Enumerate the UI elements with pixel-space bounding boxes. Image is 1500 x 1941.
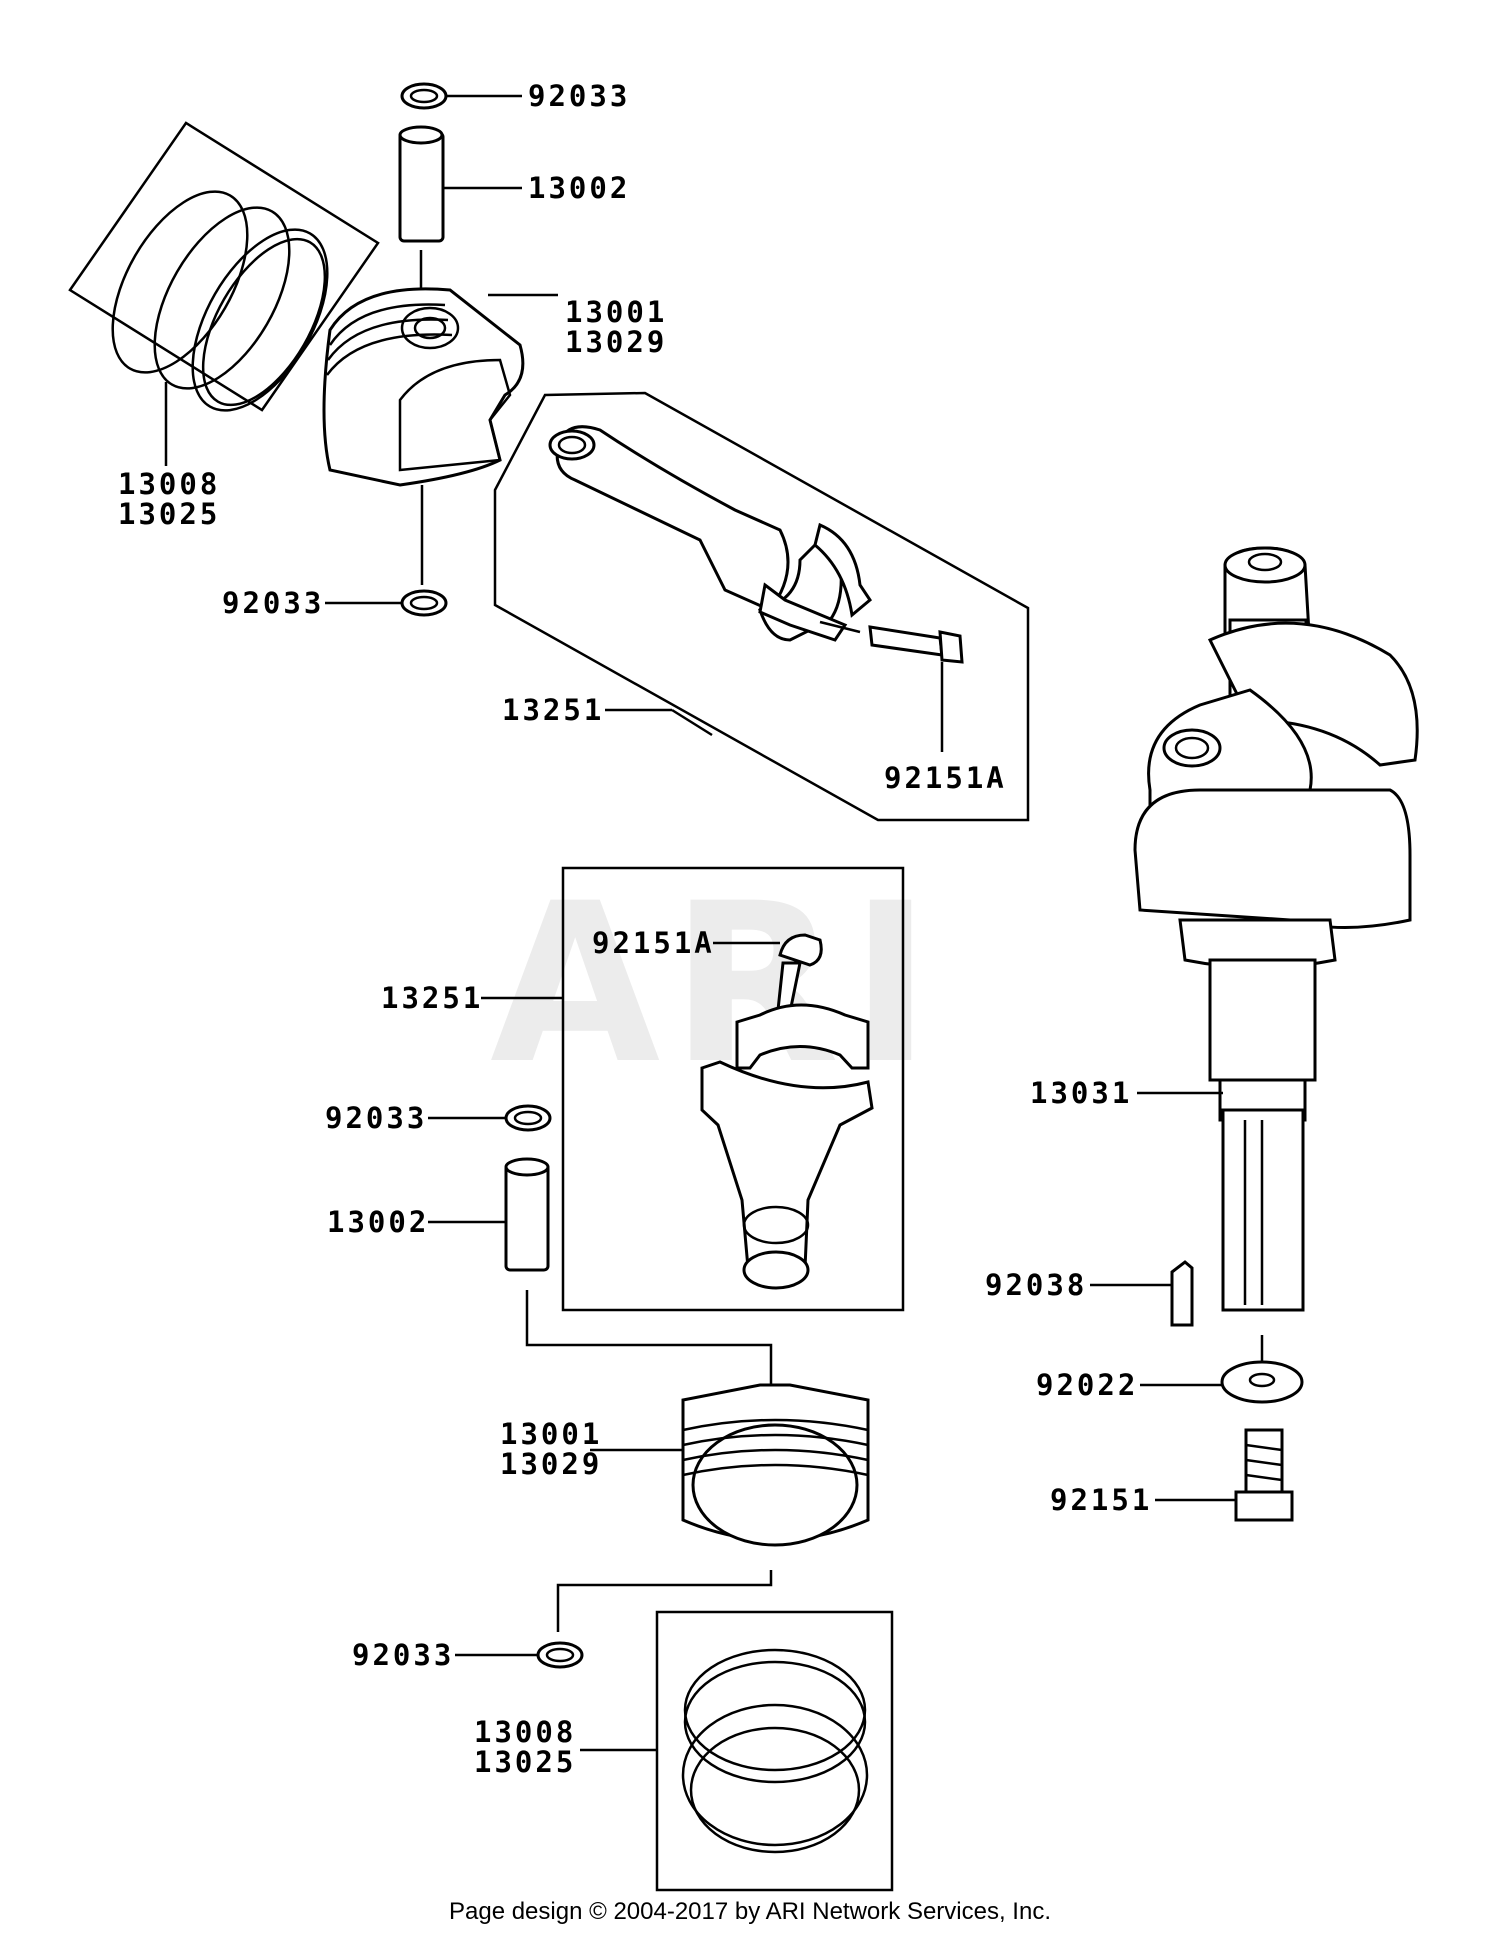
circlip-top-lower — [400, 589, 448, 617]
callout-13029-lower: 13029 — [500, 1447, 602, 1481]
callout-13001-lower: 13001 — [500, 1417, 602, 1451]
callout-13008-top: 13008 — [118, 467, 220, 501]
callout-13025-lower: 13025 — [474, 1745, 576, 1779]
callout-13002-top: 13002 — [528, 171, 630, 205]
piston-rings-lower — [655, 1610, 894, 1892]
connecting-rod-lower — [561, 866, 905, 1312]
circlip-top — [400, 82, 448, 110]
callout-13251-top: 13251 — [502, 693, 604, 727]
callout-92033-top-lower: 92033 — [222, 586, 324, 620]
crankshaft — [1133, 546, 1419, 1312]
piston-lower — [681, 1383, 870, 1547]
piston-rings-top — [68, 121, 380, 412]
callout-13001-top: 13001 — [565, 295, 667, 329]
callout-92033-lower-upper: 92033 — [325, 1101, 427, 1135]
callout-92038: 92038 — [985, 1268, 1087, 1302]
piston-pin-lower — [504, 1157, 550, 1272]
circlip-lower-lower — [536, 1641, 584, 1669]
connecting-rod-top — [493, 391, 1030, 822]
callout-13251-lower: 13251 — [381, 981, 483, 1015]
callout-13031: 13031 — [1030, 1076, 1132, 1110]
callout-92151a-top: 92151A — [884, 761, 1007, 795]
callout-13025-top: 13025 — [118, 497, 220, 531]
callout-92033-lower-lower: 92033 — [352, 1638, 454, 1672]
callout-13002-lower: 13002 — [327, 1205, 429, 1239]
piston-pin-top — [398, 125, 445, 243]
crank-bolt — [1234, 1428, 1294, 1522]
callout-92022: 92022 — [1036, 1368, 1138, 1402]
callout-13008-lower: 13008 — [474, 1715, 576, 1749]
circlip-lower-upper — [504, 1104, 552, 1132]
woodruff-key — [1170, 1260, 1194, 1327]
rod-bolt-top — [868, 625, 964, 664]
callout-92151a-lower: 92151A — [592, 926, 715, 960]
callout-13029-top: 13029 — [565, 325, 667, 359]
callout-92033-top: 92033 — [528, 79, 630, 113]
washer — [1220, 1360, 1304, 1404]
piston-top — [322, 287, 525, 487]
callout-92151: 92151 — [1050, 1483, 1152, 1517]
footer-copyright: Page design © 2004-2017 by ARI Network S… — [448, 1898, 1051, 1925]
